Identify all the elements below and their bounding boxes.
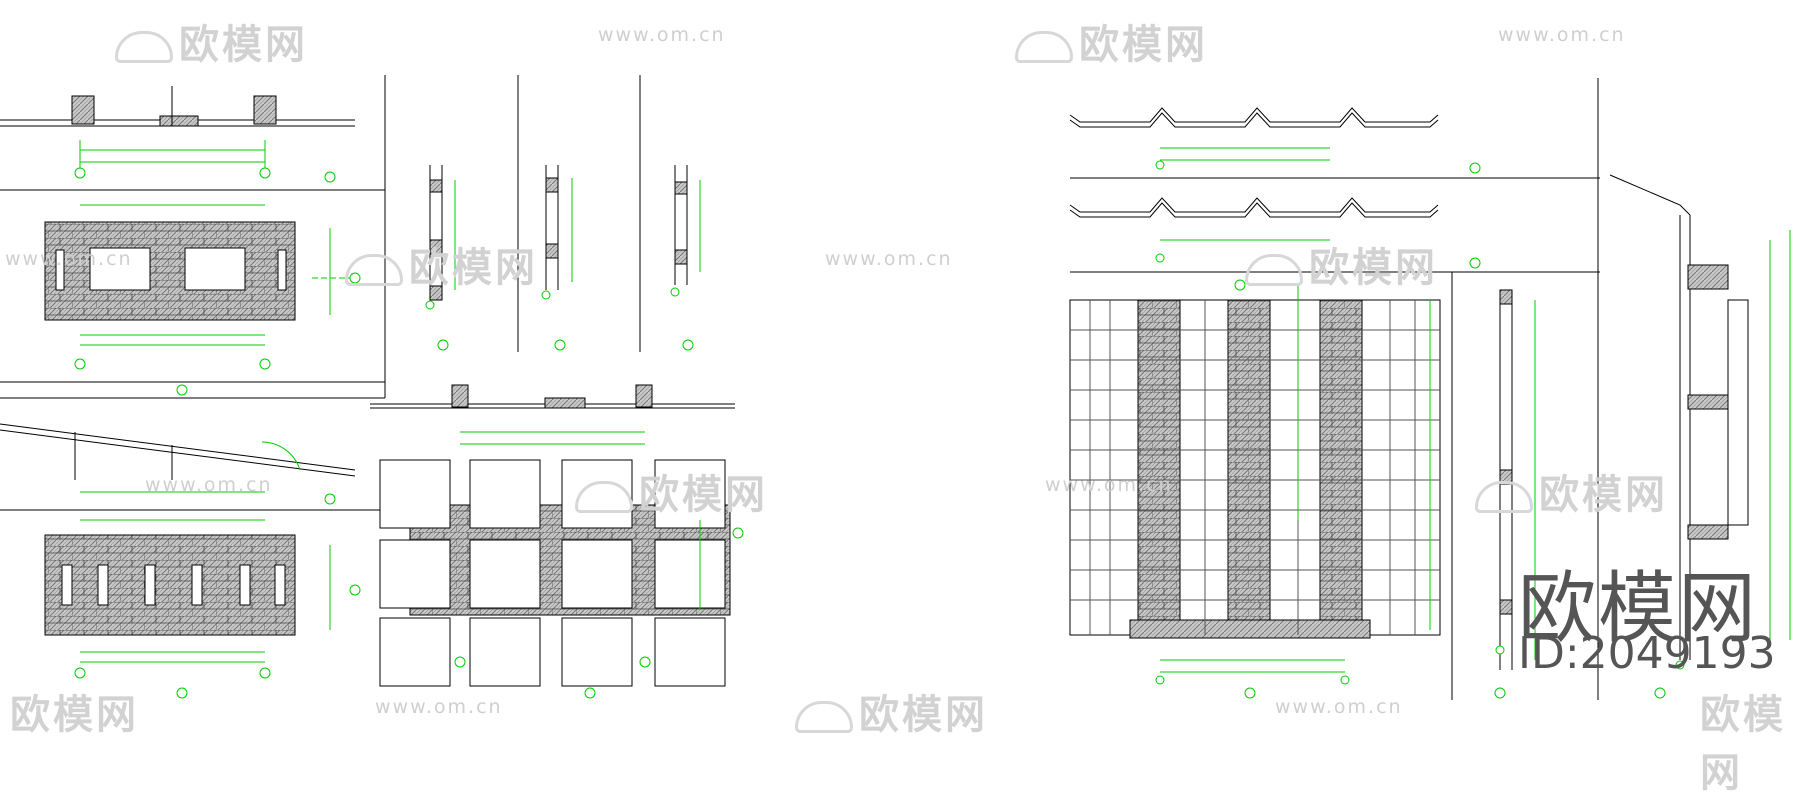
watermark-logo-text: 欧模网 (1079, 22, 1208, 68)
elevation-1-right (1069, 279, 1441, 699)
section-c-right (1494, 289, 1536, 699)
watermark-logo: 欧模网 (1700, 682, 1800, 798)
elevation-1 (44, 204, 361, 396)
watermark-url: www.om.cn (1498, 24, 1626, 46)
watermark-url: www.om.cn (5, 248, 133, 270)
watermark-hat-icon (575, 481, 633, 513)
plan-d (0, 86, 355, 183)
watermark-logo: 欧模网 (345, 235, 538, 293)
watermark-logo: 欧模网 (1245, 235, 1438, 293)
plan-zigzag-bottom (1069, 197, 1481, 269)
watermark-hat-icon (1015, 31, 1073, 63)
watermark-logo-text: 欧模网 (409, 245, 538, 291)
watermark-logo-text: 欧模网 (10, 692, 139, 738)
watermark-hat-icon (345, 254, 403, 286)
right-sheet (1069, 78, 1791, 700)
watermark-url: www.om.cn (825, 248, 953, 270)
left-sheet (0, 75, 744, 699)
watermark-url: www.om.cn (1045, 474, 1173, 496)
watermark-url: www.om.cn (598, 24, 726, 46)
watermark-logo-text: 欧模网 (1700, 692, 1786, 796)
brand-watermark-large: 欧模网 (1518, 564, 1759, 654)
watermark-logo-text: 欧模网 (859, 692, 988, 738)
watermark-hat-icon (795, 701, 853, 733)
watermark-url: www.om.cn (145, 474, 273, 496)
watermark-logo-text: 欧模网 (1539, 472, 1668, 518)
elevation-2 (44, 519, 361, 699)
watermark-logo: 欧模网 (1475, 462, 1668, 520)
watermark-hat-icon (1475, 481, 1533, 513)
watermark-url: www.om.cn (375, 696, 503, 718)
watermark-logo: 欧模网 (575, 462, 768, 520)
watermark-hat-icon (115, 31, 173, 63)
watermark-logo: 欧模网 (795, 682, 988, 740)
plan-zigzag-top (1069, 107, 1481, 174)
wall-sections-abc (425, 165, 701, 351)
watermark-logo: 欧模网 (1015, 12, 1208, 70)
watermark-logo-text: 欧模网 (639, 472, 768, 518)
watermark-hat-icon (1245, 254, 1303, 286)
window-elevation (370, 384, 744, 699)
watermark-logo: 欧模网 (115, 12, 308, 70)
section-e (0, 423, 356, 505)
model-id-label: ID:2049193 (1518, 628, 1776, 679)
watermark-logo-text: 欧模网 (1309, 245, 1438, 291)
watermark-logo: 欧模网 (10, 682, 139, 740)
watermark-url: www.om.cn (1275, 696, 1403, 718)
watermark-logo-text: 欧模网 (179, 22, 308, 68)
cad-drawing-canvas (0, 75, 1791, 700)
section-2-right (1609, 174, 1791, 699)
